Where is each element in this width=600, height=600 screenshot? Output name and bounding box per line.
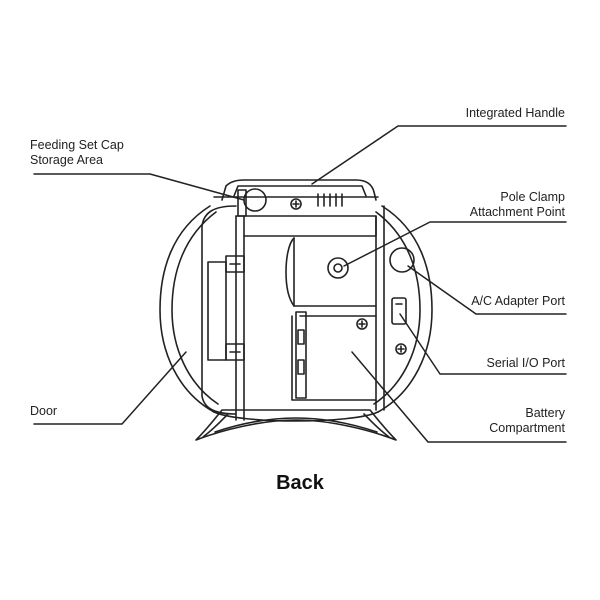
- leader-feeding-set-cap: [33, 173, 245, 201]
- label-battery-compartment: Battery Compartment: [489, 406, 565, 435]
- label-feeding-set-cap: Feeding Set Cap Storage Area: [30, 138, 124, 167]
- label-ac-adapter-port: A/C Adapter Port: [471, 294, 565, 308]
- callout-lines: [33, 125, 567, 443]
- integrated-handle-shape: [221, 179, 377, 207]
- screw-top: [290, 198, 302, 210]
- leader-ac-adapter: [407, 265, 567, 315]
- serial-io-port: [391, 297, 407, 325]
- leader-door: [33, 351, 187, 425]
- leader-battery: [351, 351, 567, 443]
- device-stand: [195, 409, 397, 441]
- ac-adapter-port: [389, 247, 415, 273]
- back-panel: [235, 205, 385, 421]
- label-pole-clamp: Pole Clamp Attachment Point: [469, 190, 565, 219]
- label-integrated-handle: Integrated Handle: [465, 106, 565, 120]
- pole-clamp-area: [285, 237, 377, 307]
- leader-pole-clamp: [343, 221, 567, 267]
- leader-serial-io: [399, 313, 567, 375]
- label-door: Door: [30, 404, 58, 418]
- label-serial-io-port: Serial I/O Port: [486, 356, 566, 370]
- screw-right-upper: [356, 318, 368, 330]
- door-shape: [201, 205, 245, 415]
- screw-right-lower: [395, 343, 407, 355]
- leader-integrated-handle: [311, 125, 567, 185]
- battery-compartment-shape: [291, 311, 377, 401]
- feeding-set-cap-storage: [237, 188, 267, 217]
- figure-caption: Back: [276, 472, 324, 494]
